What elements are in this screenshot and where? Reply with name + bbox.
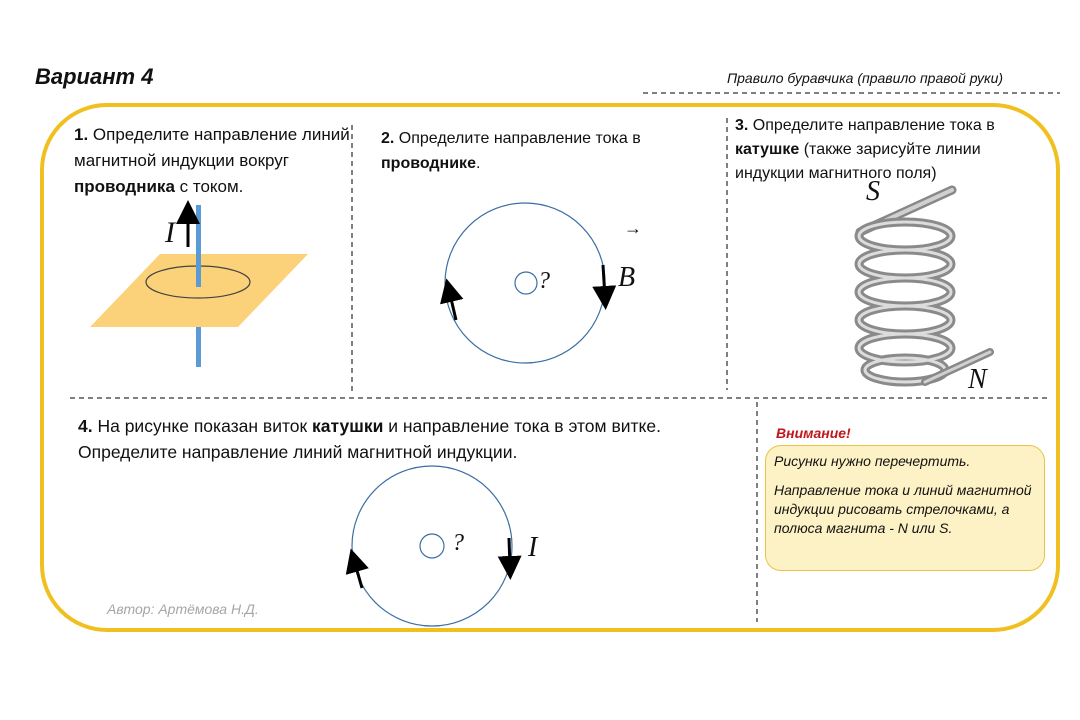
rule-caption: Правило буравчика (правило правой руки) bbox=[727, 70, 1004, 86]
coil-figure bbox=[854, 185, 994, 387]
attention-note: Рисунки нужно перечертить. Направление т… bbox=[765, 445, 1045, 571]
page-title: Вариант 4 bbox=[35, 64, 154, 89]
field-label: B bbox=[618, 262, 636, 293]
unknown-label: ? bbox=[538, 268, 550, 294]
pole-s-label: S bbox=[866, 176, 880, 207]
note-line: Рисунки нужно перечертить. bbox=[774, 453, 971, 469]
coil-turn-figure bbox=[345, 465, 522, 627]
wire-plane-figure bbox=[90, 200, 308, 367]
pole-n-label: N bbox=[968, 364, 987, 395]
unknown-label: ? bbox=[452, 530, 464, 556]
task-1: 1. Определите направление линий магнитно… bbox=[74, 125, 350, 196]
vector-arrow: → bbox=[624, 218, 642, 238]
task-3: 3. Определите направление тока в катушке… bbox=[735, 117, 995, 182]
note-line: Направление тока и линий магнитной индук… bbox=[774, 482, 1032, 536]
attention-title: Внимание! bbox=[776, 425, 851, 441]
conductor-circle-figure bbox=[440, 202, 617, 364]
current-label: I bbox=[165, 216, 175, 249]
frame bbox=[40, 103, 1060, 632]
author-credit: Автор: Артёмова Н.Д. bbox=[107, 601, 259, 617]
task-2: 2. Определите направление тока в проводн… bbox=[381, 130, 641, 172]
current-label: I bbox=[528, 532, 538, 563]
task-4: 4. На рисунке показан виток катушки и на… bbox=[78, 416, 661, 462]
